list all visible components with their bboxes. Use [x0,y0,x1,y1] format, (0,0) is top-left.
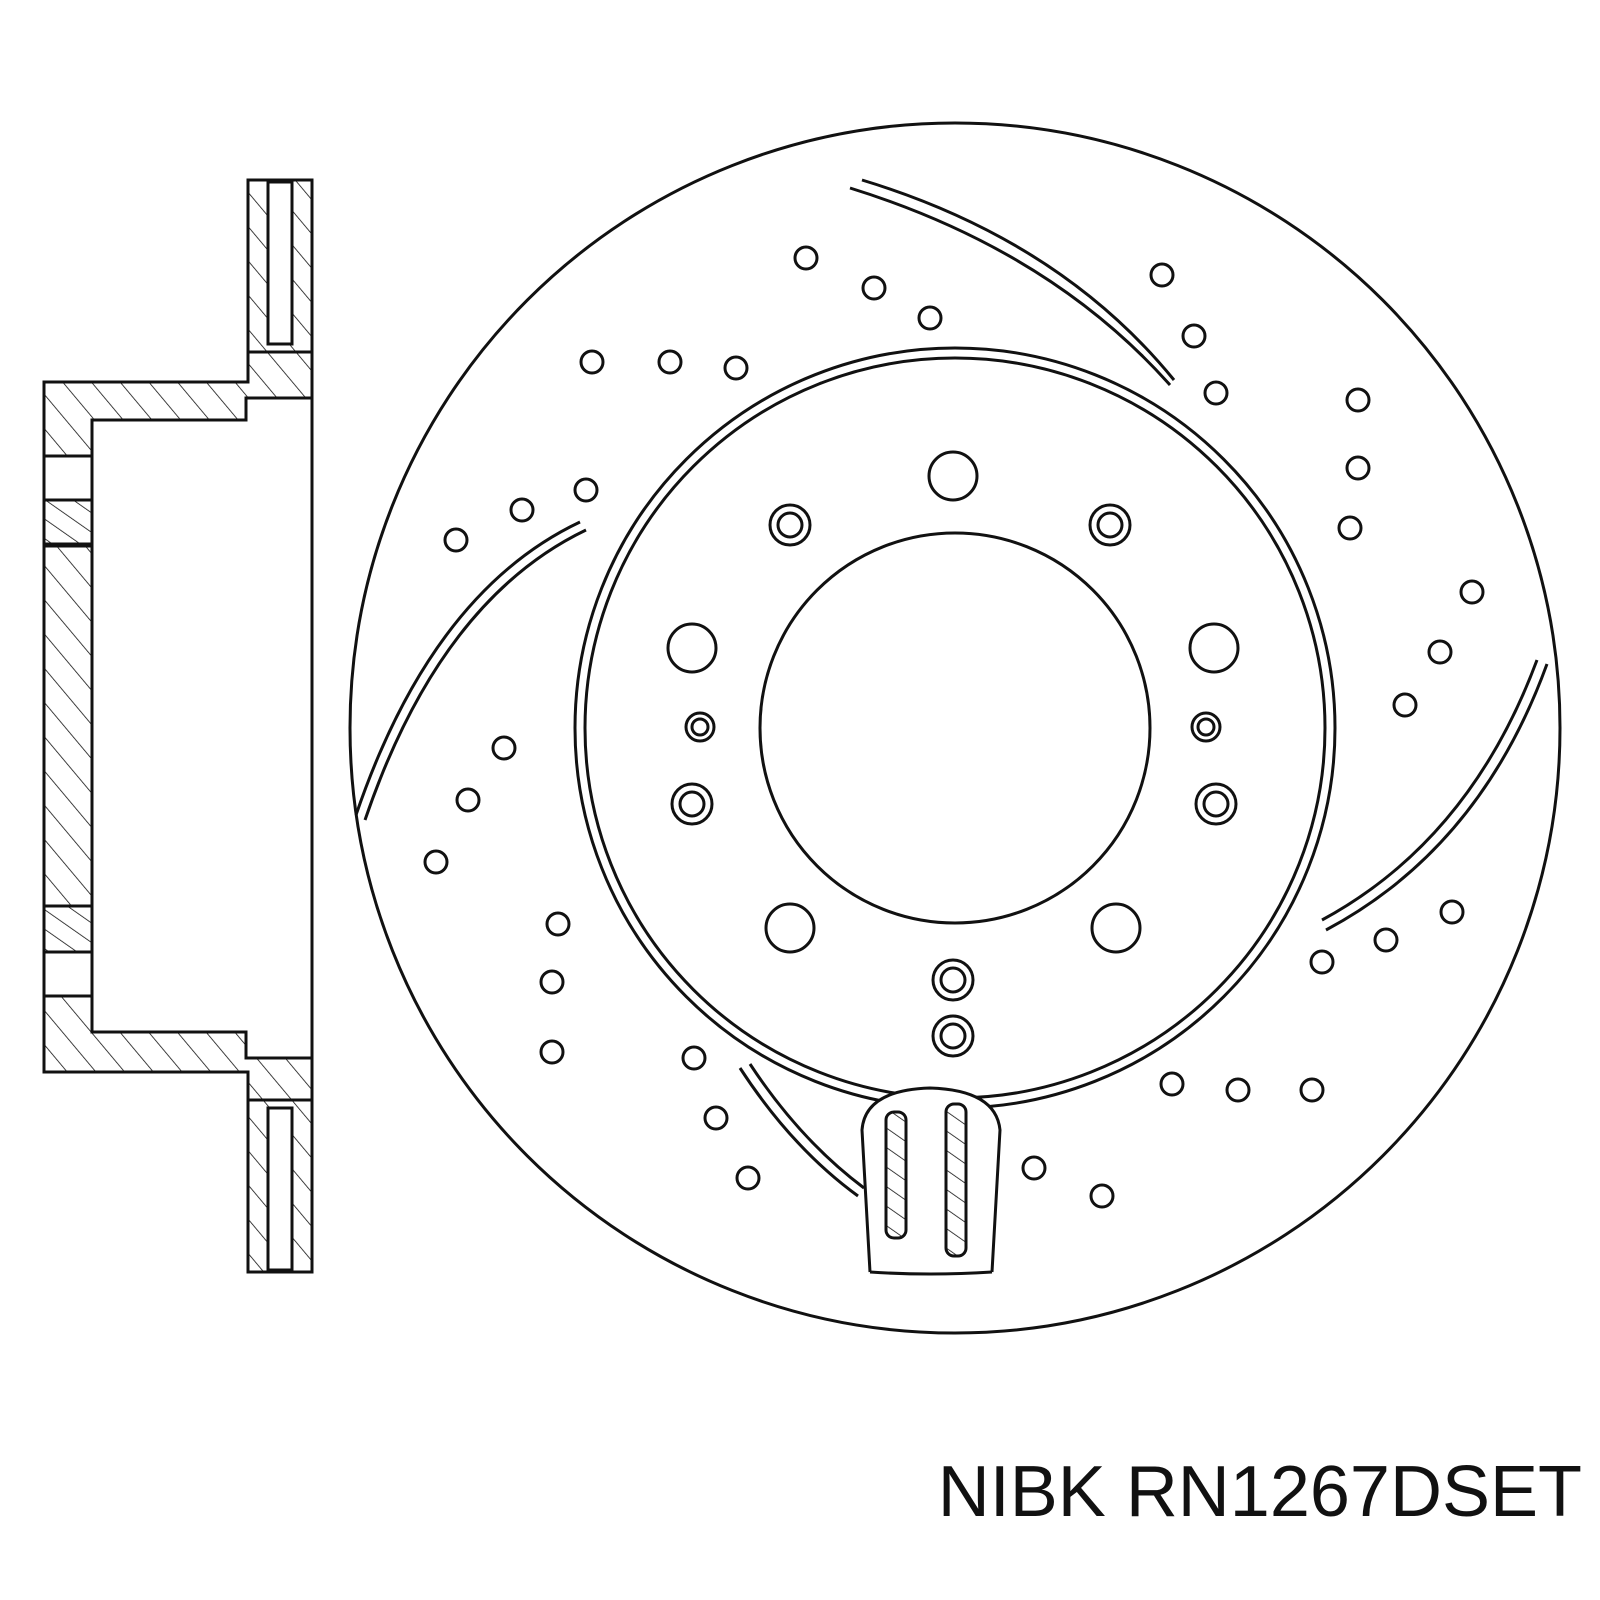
upper-friction-ring [246,178,314,354]
slot-groove [1321,659,1539,922]
disc-outer-edge [348,121,1562,1335]
threaded-holes [670,503,1238,1058]
hub-hat-inner [90,396,314,1060]
part-label: NIBK RN1267DSET [938,1452,1582,1532]
section-cutaway [860,1086,1002,1276]
center-bore [758,531,1152,925]
drilled-holes [423,245,1485,1209]
slot-groove [849,186,1172,386]
disc-cross-section-view [42,178,314,1274]
part-number: RN1267DSET [1125,1452,1582,1532]
slot-groove [748,1063,865,1190]
lower-friction-ring [246,1098,314,1274]
slot-groove [363,528,587,821]
brand-name: NIBK [937,1452,1106,1532]
wheel-bolt-holes [666,450,1240,954]
slot-grooves [354,178,1549,1198]
disc-front-view [348,121,1562,1335]
